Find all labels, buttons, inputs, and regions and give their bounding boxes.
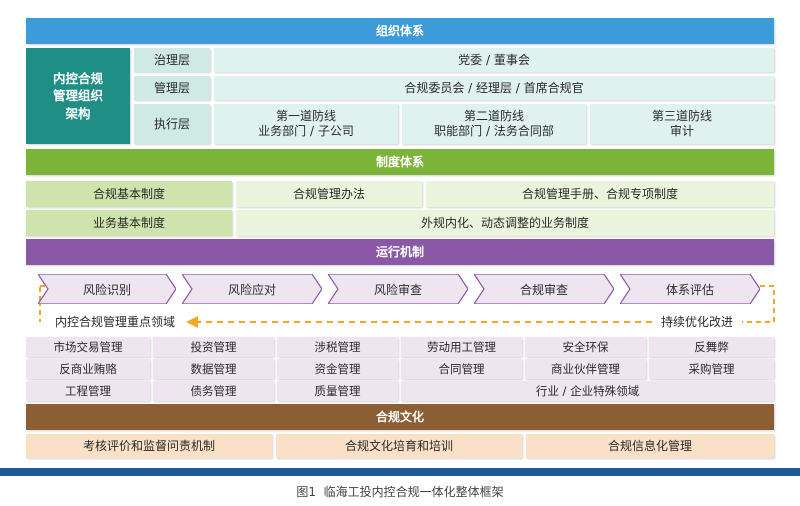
area-funds: 资金管理 — [277, 359, 398, 379]
governance-layer-label-text: 治理层 — [153, 52, 190, 67]
mechanism-header-label: 运行机制 — [375, 244, 424, 259]
second-defense-line-sub: 职能部门 / 法务合同部 — [434, 124, 554, 138]
culture-item-text: 合规信息化管理 — [607, 438, 692, 453]
area-market-trading: 市场交易管理 — [26, 337, 150, 357]
area-text: 反商业贿赂 — [59, 361, 117, 376]
step-system-evaluation-text: 体系评估 — [665, 282, 714, 297]
step-risk-review-text: 风险审查 — [373, 282, 422, 297]
system-header-label: 制度体系 — [375, 154, 424, 169]
second-defense-line: 第二道防线 职能部门 / 法务合同部 — [402, 104, 586, 144]
culture-informatization: 合规信息化管理 — [526, 434, 774, 458]
step-compliance-review: 合规审查 — [474, 274, 614, 304]
mechanism-header: 运行机制 — [26, 239, 774, 265]
step-system-evaluation: 体系评估 — [620, 274, 760, 304]
step-risk-response-text: 风险应对 — [227, 282, 276, 297]
bottom-divider-bar — [0, 468, 800, 476]
area-investment: 投资管理 — [153, 337, 274, 357]
first-defense-line: 第一道防线 业务部门 / 子公司 — [214, 104, 398, 144]
culture-evaluation-accountability: 考核评价和监督问责机制 — [26, 434, 272, 458]
compliance-management-measures: 合规管理办法 — [236, 181, 422, 207]
figure-caption-text: 图1 临海工投内控合规一体化整体框架 — [296, 484, 504, 499]
area-text: 资金管理 — [314, 361, 361, 376]
step-compliance-review-text: 合规审查 — [519, 282, 568, 297]
area-text: 债务管理 — [190, 383, 237, 398]
area-quality: 质量管理 — [277, 381, 398, 401]
first-defense-line-title: 第一道防线 — [275, 109, 336, 123]
compliance-basic-rules: 合规基本制度 — [26, 181, 232, 207]
step-risk-response: 风险应对 — [182, 274, 322, 304]
org-structure-title-box: 内控合规 管理组织 架构 — [26, 48, 130, 144]
culture-item-text: 合规文化培育和培训 — [344, 438, 453, 453]
area-text: 投资管理 — [190, 339, 237, 354]
area-text: 工程管理 — [65, 383, 111, 398]
area-procurement: 采购管理 — [649, 359, 774, 379]
culture-header-label: 合规文化 — [375, 409, 424, 424]
culture-training: 合规文化培育和培训 — [276, 434, 522, 458]
step-risk-review: 风险审查 — [328, 274, 468, 304]
loop-arrowhead — [186, 316, 198, 328]
step-risk-identification: 风险识别 — [38, 274, 176, 304]
governance-layer-content-text: 党委 / 董事会 — [458, 52, 530, 67]
key-areas-note-text: 内控合规管理重点领域 — [54, 314, 175, 329]
business-basic-rules-text: 业务基本制度 — [92, 215, 165, 230]
area-text: 反舞弊 — [694, 339, 729, 354]
business-rules-content: 外规内化、动态调整的业务制度 — [236, 210, 774, 236]
compliance-manual-text: 合规管理手册、合规专项制度 — [521, 186, 678, 201]
area-engineering: 工程管理 — [26, 381, 150, 401]
business-basic-rules: 业务基本制度 — [26, 210, 232, 236]
area-text: 数据管理 — [190, 361, 237, 376]
org-system-header-label: 组织体系 — [375, 23, 424, 38]
third-defense-line: 第三道防线 审计 — [590, 104, 774, 144]
org-structure-title: 内控合规 管理组织 架构 — [52, 70, 103, 121]
business-rules-content-text: 外规内化、动态调整的业务制度 — [420, 215, 589, 230]
area-text: 涉税管理 — [314, 339, 361, 354]
governance-layer-label: 治理层 — [134, 48, 210, 72]
culture-item-text: 考核评价和监督问责机制 — [82, 438, 215, 453]
area-text: 合同管理 — [438, 361, 485, 376]
system-header: 制度体系 — [26, 149, 774, 175]
execution-layer-label: 执行层 — [134, 104, 210, 144]
area-text: 采购管理 — [688, 361, 735, 376]
area-text: 商业伙伴管理 — [551, 361, 620, 376]
area-industry-special: 行业 / 企业特殊领域 — [401, 381, 774, 401]
org-system-header: 组织体系 — [26, 18, 774, 44]
area-anti-fraud: 反舞弊 — [649, 337, 774, 357]
management-layer-content-text: 合规委员会 / 经理层 / 首席合规官 — [404, 80, 584, 95]
area-contracts: 合同管理 — [401, 359, 522, 379]
area-tax: 涉税管理 — [277, 337, 398, 357]
compliance-basic-rules-text: 合规基本制度 — [92, 186, 165, 201]
first-defense-line-sub: 业务部门 / 子公司 — [258, 124, 354, 138]
area-text: 质量管理 — [314, 383, 361, 398]
step-risk-identification-text: 风险识别 — [82, 282, 131, 297]
key-areas-note: 内控合规管理重点领域 — [44, 313, 186, 331]
management-layer-label: 管理层 — [134, 76, 210, 100]
area-text: 劳动用工管理 — [427, 339, 496, 354]
second-defense-line-title: 第二道防线 — [463, 109, 524, 123]
culture-header: 合规文化 — [26, 404, 774, 430]
governance-layer-content: 党委 / 董事会 — [214, 48, 774, 72]
area-data: 数据管理 — [153, 359, 274, 379]
area-business-partners: 商业伙伴管理 — [525, 359, 646, 379]
third-defense-line-title: 第三道防线 — [651, 109, 712, 123]
area-text: 行业 / 企业特殊领域 — [535, 383, 640, 398]
compliance-manual: 合规管理手册、合规专项制度 — [426, 181, 774, 207]
area-text: 安全环保 — [562, 339, 609, 354]
compliance-management-measures-text: 合规管理办法 — [292, 186, 365, 201]
area-labor: 劳动用工管理 — [401, 337, 522, 357]
figure-caption: 图1 临海工投内控合规一体化整体框架 — [0, 482, 800, 502]
management-layer-content: 合规委员会 / 经理层 / 首席合规官 — [214, 76, 774, 100]
execution-layer-label-text: 执行层 — [153, 116, 190, 131]
area-safety-environment: 安全环保 — [525, 337, 646, 357]
continuous-improvement-note-text: 持续优化改进 — [660, 314, 733, 329]
area-anti-bribery: 反商业贿赂 — [26, 359, 150, 379]
management-layer-label-text: 管理层 — [153, 80, 190, 95]
third-defense-line-sub: 审计 — [669, 124, 694, 138]
area-text: 市场交易管理 — [53, 339, 123, 354]
continuous-improvement-note: 持续优化改进 — [652, 313, 742, 331]
area-debt: 债务管理 — [153, 381, 274, 401]
